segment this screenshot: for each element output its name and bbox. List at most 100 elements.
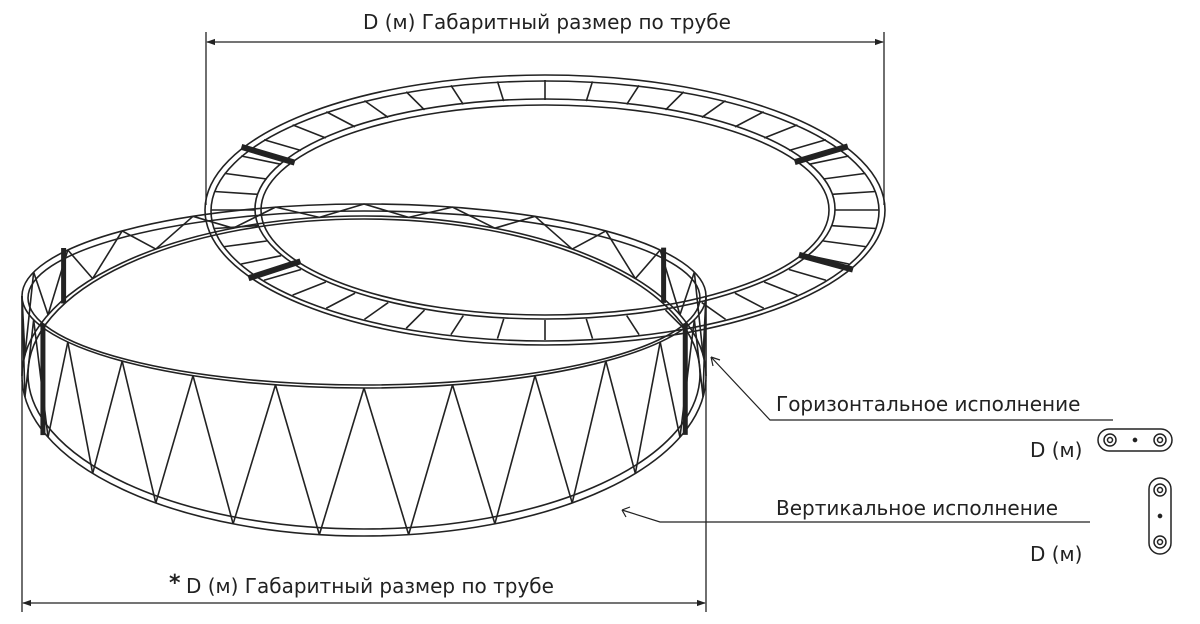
horizontal-ring-outer-tube-inner-edge bbox=[210, 80, 880, 342]
vertical-ring-diagonal bbox=[605, 360, 637, 474]
horizontal-ring-strut bbox=[292, 124, 327, 139]
horizontal-ring-strut bbox=[292, 281, 327, 296]
horizontal-ring-strut bbox=[808, 155, 849, 166]
vertical-ring-diagonal bbox=[534, 215, 573, 250]
vertical-ring-bottom-tube bbox=[21, 215, 707, 537]
vertical-ring-diagonal bbox=[232, 206, 276, 229]
horizontal-ring-strut bbox=[241, 155, 282, 166]
vertical-ring-diagonal bbox=[67, 249, 94, 280]
horizontal-d-label: D (м) bbox=[1030, 438, 1083, 462]
horizontal-ring-strut bbox=[734, 292, 765, 309]
horizontal-ring-strut bbox=[241, 254, 282, 265]
horizontal-ring-strut bbox=[823, 172, 866, 180]
vertical-ring-top-tube-inner-edge bbox=[27, 210, 701, 386]
leader-line-horizontal bbox=[710, 356, 1113, 421]
vertical-ring-diagonal bbox=[155, 375, 194, 504]
vertical-ring-diagonal bbox=[67, 341, 94, 474]
vertical-ring-diagonal bbox=[494, 375, 536, 525]
vertical-ring-diagonal bbox=[24, 319, 35, 397]
vertical-ring-diagonal bbox=[534, 375, 573, 504]
horizontal-ring-strut bbox=[763, 281, 798, 296]
vertical-ring-diagonal bbox=[275, 206, 320, 219]
vertical-ring-bottom-tube-inner-edge bbox=[27, 218, 701, 530]
top-dimension-label: D (м) Габаритный размер по трубе bbox=[363, 10, 731, 34]
horizontal-ring-strut bbox=[405, 309, 426, 329]
horizontal-ring-joint bbox=[247, 258, 302, 282]
vertical-ring-diagonal bbox=[121, 230, 157, 250]
horizontal-ring-strut bbox=[263, 268, 302, 282]
horizontal-ring-strut bbox=[788, 138, 827, 152]
bottom-dimension-line bbox=[21, 380, 707, 612]
vertical-version-label: Вертикальное исполнение bbox=[776, 496, 1059, 520]
vertical-ring-diagonal bbox=[494, 215, 536, 229]
horizontal-ring-strut bbox=[450, 315, 464, 336]
vertical-ring-diagonal bbox=[318, 387, 365, 535]
asterisk-note-mark: * bbox=[169, 571, 181, 596]
vertical-ring-diagonal bbox=[452, 206, 496, 229]
horizontal-ring-strut bbox=[626, 84, 640, 105]
horizontal-ring-strut bbox=[585, 318, 594, 339]
horizontal-ring-inner-tube-outer-edge bbox=[254, 98, 836, 320]
horizontal-section-icon bbox=[1097, 428, 1173, 452]
vertical-ring-diagonal bbox=[232, 384, 277, 525]
vertical-ring-diagonal bbox=[91, 360, 123, 474]
horizontal-ring-strut bbox=[405, 91, 426, 111]
horizontal-ring-strut bbox=[734, 111, 765, 128]
vertical-ring-diagonal bbox=[634, 249, 661, 280]
horizontal-ring-strut bbox=[496, 318, 505, 339]
horizontal-ring-strut bbox=[701, 99, 727, 119]
horizontal-ring-strut bbox=[664, 91, 685, 111]
vertical-ring-diagonal bbox=[274, 384, 321, 535]
vertical-ring-diagonal bbox=[24, 272, 35, 356]
horizontal-ring-strut bbox=[263, 138, 302, 152]
horizontal-ring-strut bbox=[224, 172, 267, 180]
horizontal-ring-strut bbox=[363, 99, 389, 119]
vertical-ring-diagonal bbox=[571, 230, 607, 250]
vertical-ring-diagonal bbox=[634, 341, 661, 474]
vertical-d-label: D (м) bbox=[1030, 542, 1083, 566]
vertical-ring-diagonal bbox=[32, 271, 49, 316]
vertical-ring-diagonal bbox=[451, 384, 496, 525]
vertical-ring-diagonal bbox=[363, 387, 410, 535]
horizontal-ring-strut bbox=[214, 190, 259, 196]
bottom-dimension-label: D (м) Габаритный размер по трубе bbox=[186, 574, 554, 598]
horizontal-ring-strut bbox=[664, 309, 685, 329]
horizontal-ring-strut bbox=[823, 240, 866, 248]
vertical-ring-diagonal bbox=[47, 341, 69, 438]
horizontal-ring-strut bbox=[763, 124, 798, 139]
horizontal-ring-strut bbox=[496, 81, 505, 102]
horizontal-ring-outer-tube bbox=[204, 74, 886, 346]
vertical-ring-diagonal bbox=[659, 341, 681, 438]
vertical-ring-diagonal bbox=[693, 319, 704, 397]
horizontal-ring-joint bbox=[793, 143, 849, 166]
vertical-ring-diagonal bbox=[121, 360, 157, 504]
vertical-ring-diagonal bbox=[571, 360, 607, 504]
vertical-ring-diagonal bbox=[155, 215, 194, 250]
horizontal-ring-joint bbox=[240, 144, 296, 166]
vertical-ring-diagonal bbox=[91, 230, 123, 280]
vertical-ring-diagonal bbox=[693, 272, 704, 356]
vertical-ring-diagonal bbox=[679, 271, 696, 316]
horizontal-ring-strut bbox=[626, 315, 640, 336]
horizontal-ring-strut bbox=[224, 240, 267, 248]
vertical-ring-diagonal bbox=[605, 230, 637, 280]
horizontal-ring-strut bbox=[788, 268, 827, 282]
horizontal-ring-strut bbox=[831, 224, 876, 230]
vertical-ring-diagonal bbox=[319, 203, 365, 219]
vertical-ring-diagonal bbox=[407, 384, 454, 535]
horizontal-ring-joint bbox=[798, 251, 854, 273]
horizontal-ring-strut bbox=[585, 81, 594, 102]
horizontal-version-label: Горизонтальное исполнение bbox=[776, 392, 1081, 416]
horizontal-ring-strut bbox=[325, 111, 356, 128]
horizontal-ring-strut bbox=[325, 292, 356, 309]
horizontal-ring-strut bbox=[363, 301, 389, 321]
leader-line-vertical bbox=[621, 506, 1090, 523]
vertical-ring-diagonal bbox=[192, 215, 234, 229]
vertical-section-icon bbox=[1148, 477, 1172, 555]
horizontal-truss-ring bbox=[204, 74, 886, 346]
horizontal-ring-strut bbox=[450, 84, 464, 105]
horizontal-ring-inner-tube bbox=[260, 104, 830, 316]
vertical-ring-diagonal bbox=[363, 203, 409, 219]
top-dimension-line bbox=[205, 32, 885, 205]
